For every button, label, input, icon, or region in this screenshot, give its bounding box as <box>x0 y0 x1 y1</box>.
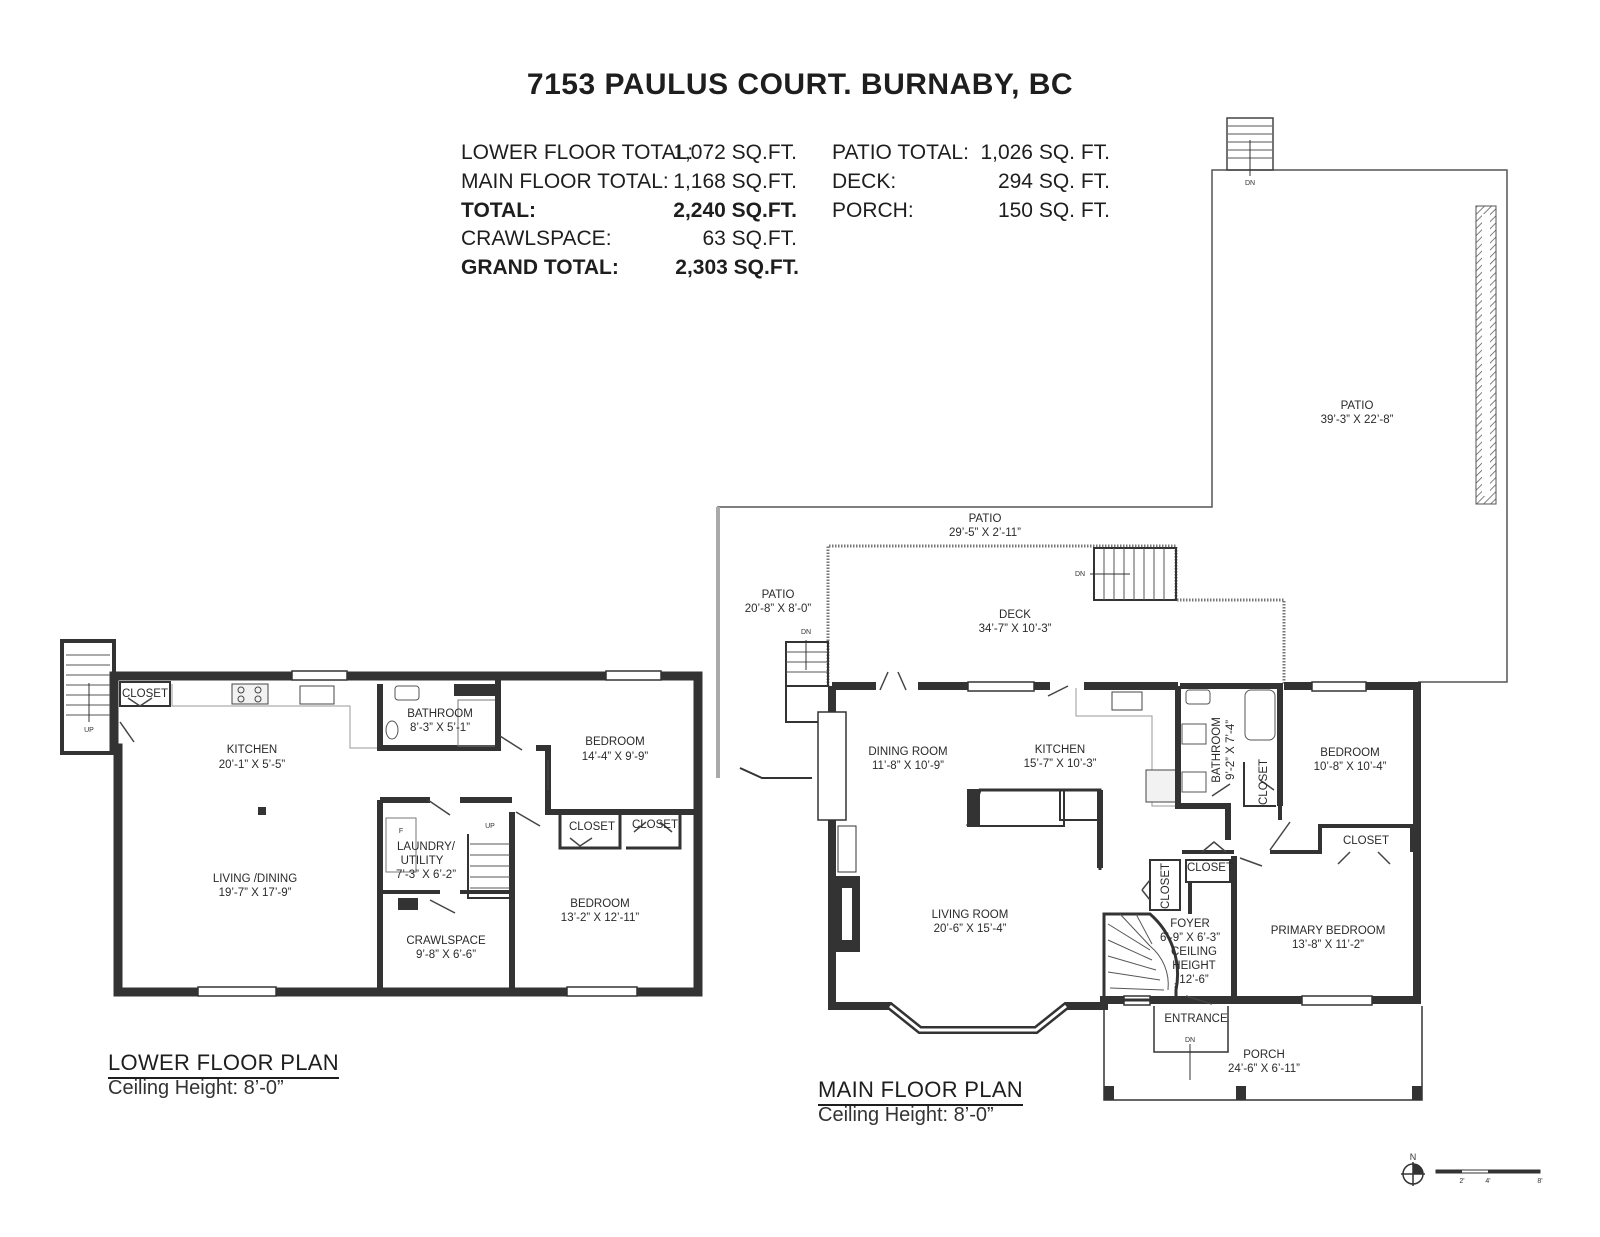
spiral-stair-marker: 3 <box>1174 983 1178 990</box>
lower-floor-title-text: LOWER FLOOR PLAN <box>108 1050 339 1079</box>
lower-kitchen-dims: 20’-1” X 5’-5” <box>219 759 286 771</box>
lower-bath-dims: 8’-3” X 5’-1” <box>410 722 470 734</box>
patio-side-dims: 20’-8” X 8’-0” <box>745 603 812 615</box>
foyer-height-label: HEIGHT <box>1172 960 1215 972</box>
lower-laundry-dims: 7’-3” X 6’-2” <box>396 869 456 881</box>
lower-inner-stair-up: UP <box>485 823 495 830</box>
total-label-porch: PORCH: <box>832 199 914 222</box>
lower-living-name: LIVING /DINING <box>213 873 297 885</box>
lower-bedroom1-name: BEDROOM <box>585 736 644 748</box>
side-stair-dn: DN <box>801 629 811 636</box>
lower-entry-stair <box>60 639 116 755</box>
total-value-porch: 150 SQ. FT. <box>997 199 1110 222</box>
lower-laundry-name: LAUNDRY/ <box>397 841 456 853</box>
main-bath-dims: 9’-2” X 7’-4” <box>1225 720 1237 780</box>
lower-bedroom2-dims: 13’-2” X 12’-11” <box>561 912 640 924</box>
lower-floor-ceiling: Ceiling Height: 8’-0” <box>108 1077 284 1099</box>
dining-room-dims: 11’-8” X 10’-9” <box>872 760 944 772</box>
scale-4ft: 4' <box>1485 1178 1490 1185</box>
total-value-grand: 2,303 SQ.FT. <box>675 256 799 279</box>
main-bath-name: BATHROOM <box>1211 717 1223 783</box>
main-closet-bedroom: CLOSET <box>1343 835 1389 847</box>
primary-bedroom-name: PRIMARY BEDROOM <box>1271 925 1386 937</box>
foyer-height-value: 12’-6” <box>1179 974 1209 986</box>
foyer-ceiling-label: CEILING <box>1171 946 1217 958</box>
total-value-deck: 294 SQ. FT. <box>997 170 1110 193</box>
total-label-patio: PATIO TOTAL: <box>832 141 969 164</box>
lower-laundry-name2: UTILITY <box>401 855 444 867</box>
lower-closet-1: CLOSET <box>122 688 168 700</box>
living-room-dims: 20’-6” X 15’-4” <box>934 923 1007 935</box>
north-label: N <box>1410 1152 1417 1162</box>
patio-large-dims: 39’-3” X 22’-8” <box>1321 414 1394 426</box>
foyer-dims: 6’-9” X 6’-3” <box>1160 932 1220 944</box>
patio-large-name: PATIO <box>1341 400 1374 412</box>
back-stair-dn: DN <box>1245 180 1255 187</box>
deck-dims: 34’-7” X 10’-3” <box>979 623 1052 635</box>
living-room-name: LIVING ROOM <box>932 909 1009 921</box>
entrance-label: ENTRANCE <box>1164 1013 1228 1025</box>
scale-bar: 2' 4' 8' <box>1435 1169 1543 1185</box>
main-closet-foyer: CLOSET <box>1187 862 1233 874</box>
lower-crawl-name: CRAWLSPACE <box>406 935 486 947</box>
total-label-total: TOTAL: <box>461 199 537 222</box>
patio-top-name: PATIO <box>969 513 1002 525</box>
total-value-crawl: 63 SQ.FT. <box>702 227 797 250</box>
main-floor-plan: DN DN DN <box>716 117 1508 1101</box>
main-floor-title: MAIN FLOOR PLAN <box>818 1077 1023 1106</box>
deck-stair-dn: DN <box>1075 571 1085 578</box>
main-bedroom-dims: 10’-8” X 10’-4” <box>1314 761 1387 773</box>
main-floor-ceiling: Ceiling Height: 8’-0” <box>818 1104 994 1126</box>
lower-closet-2: CLOSET <box>569 821 615 833</box>
main-closet-stair: CLOSET <box>1160 863 1172 909</box>
porch-dims: 24’-6” X 6’-11” <box>1228 1063 1300 1075</box>
total-label-deck: DECK: <box>832 170 897 193</box>
primary-bedroom-dims: 13’-8” X 11’-2” <box>1292 939 1364 951</box>
foyer-name: FOYER <box>1170 918 1210 930</box>
lower-bedroom1-dims: 14’-4” X 9’-9” <box>582 751 649 763</box>
total-label-grand: GRAND TOTAL: <box>461 256 619 279</box>
porch-outline <box>1103 1006 1423 1101</box>
main-bedroom-name: BEDROOM <box>1320 747 1379 759</box>
lower-crawl-dims: 9’-8” X 6’-6” <box>416 949 476 961</box>
total-label-lower: LOWER FLOOR TOTAL: <box>461 141 694 164</box>
main-floor-title-text: MAIN FLOOR PLAN <box>818 1077 1023 1106</box>
lower-stair-up-label: UP <box>84 727 94 734</box>
deck-name: DECK <box>999 609 1031 621</box>
porch-stair-dn: DN <box>1185 1037 1195 1044</box>
main-kitchen-name: KITCHEN <box>1035 744 1085 756</box>
main-exterior-wall <box>828 682 1421 1034</box>
lower-floor-title: LOWER FLOOR PLAN <box>108 1050 339 1079</box>
total-value-total: 2,240 SQ.FT. <box>673 199 797 222</box>
porch-name: PORCH <box>1243 1049 1285 1061</box>
total-value-main: 1,168 SQ.FT. <box>673 170 797 193</box>
plan-title: 7153 PAULUS COURT. BURNABY, BC <box>526 68 1074 101</box>
patio-top-dims: 29’-5” X 2’-11” <box>949 527 1021 539</box>
patio-side-name: PATIO <box>762 589 795 601</box>
north-compass: N <box>1401 1152 1425 1186</box>
lower-floor-plan: UP F U <box>60 639 703 997</box>
total-value-lower: 1,072 SQ.FT. <box>673 141 797 164</box>
lower-bath-name: BATHROOM <box>407 708 473 720</box>
main-closet-bath: CLOSET <box>1258 759 1270 805</box>
total-value-patio: 1,026 SQ. FT. <box>980 141 1110 164</box>
lower-kitchen-name: KITCHEN <box>227 744 277 756</box>
fridge-label: F <box>399 828 403 835</box>
total-label-crawl: CRAWLSPACE: <box>461 227 612 250</box>
main-kitchen-dims: 15’-7” X 10’-3” <box>1024 758 1097 770</box>
lower-bedroom2-name: BEDROOM <box>570 898 629 910</box>
deck-outline <box>826 544 1286 686</box>
lower-living-dims: 19’-7” X 17’-9” <box>219 887 292 899</box>
scale-2ft: 2' <box>1459 1178 1464 1185</box>
dining-room-name: DINING ROOM <box>868 746 947 758</box>
lower-closet-3: CLOSET <box>632 819 678 831</box>
total-label-main: MAIN FLOOR TOTAL: <box>461 170 669 193</box>
scale-8ft: 8' <box>1537 1178 1542 1185</box>
